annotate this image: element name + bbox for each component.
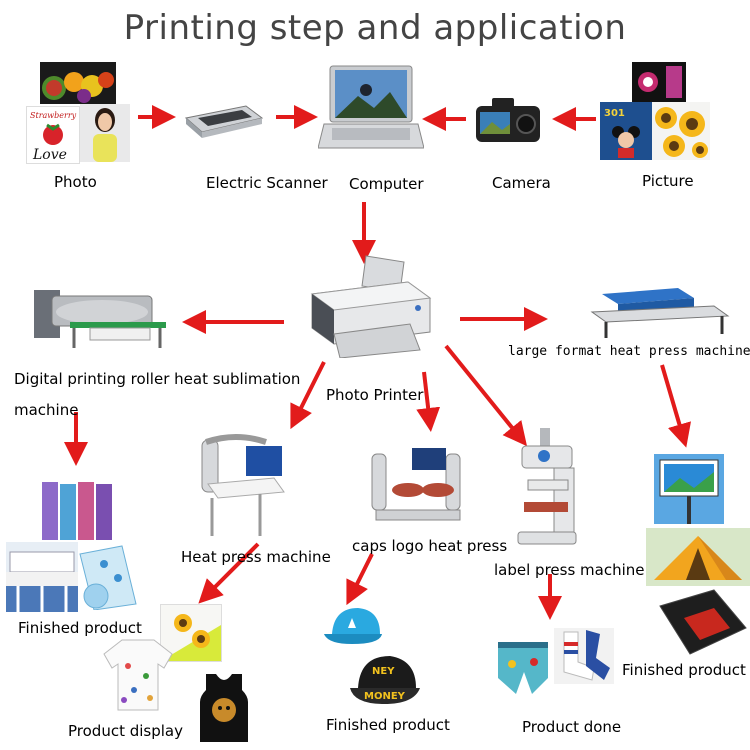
done-socks-image	[554, 628, 614, 684]
label-product-display: Product display	[68, 722, 183, 740]
label-roller-line2: machine	[14, 401, 79, 419]
photo-strawberry-image: Strawberry Love	[26, 106, 80, 164]
label-finished-right: Finished product	[622, 661, 746, 679]
picture-pattern-image	[632, 62, 686, 102]
svg-text:Love: Love	[32, 147, 67, 163]
arrow-heatpress-to-display	[198, 542, 260, 604]
label-caps-press: caps logo heat press	[352, 537, 508, 555]
label-product-done: Product done	[522, 718, 622, 736]
scanner-image	[180, 100, 266, 140]
roller-machine-image	[30, 282, 172, 350]
display-sunflower-image	[160, 604, 222, 662]
arrow-largeformat-to-finished	[660, 364, 692, 448]
label-scanner: Electric Scanner	[206, 174, 328, 192]
arrow-printer-to-labelpress	[444, 344, 528, 447]
done-boxers-image	[496, 638, 550, 696]
finished-tent-image	[646, 528, 750, 586]
label-roller-line1: Digital printing roller heat sublimation	[14, 370, 301, 388]
large-format-press-image	[582, 288, 732, 338]
finished-bedding-image	[6, 542, 78, 612]
display-sweatshirt-image	[102, 636, 174, 712]
money-cap-text-brim: MONEY	[364, 691, 406, 702]
picture-sunflowers-image	[652, 102, 710, 160]
svg-text:301: 301	[604, 108, 625, 119]
label-finished-caps: Finished product	[326, 716, 450, 734]
label-picture: Picture	[642, 172, 694, 190]
money-cap-text: NEY	[372, 666, 395, 677]
camera-image	[474, 96, 542, 144]
display-tanktop-image	[196, 672, 252, 744]
photo-fruits-image	[40, 62, 116, 104]
label-photo-printer: Photo Printer	[326, 386, 424, 404]
label-heat-press: Heat press machine	[181, 548, 331, 566]
label-finished-left: Finished product	[18, 619, 142, 637]
label-camera: Camera	[492, 174, 551, 192]
finished-money-cap-image: NEY MONEY	[350, 652, 422, 708]
heat-press-image	[196, 432, 288, 538]
computer-image	[318, 64, 424, 154]
finished-blue-cap-image	[322, 604, 386, 648]
arrow-printer-to-capspress	[416, 371, 441, 432]
finished-fabric-rolls-image	[42, 482, 112, 540]
caps-press-image	[366, 446, 466, 528]
label-large-format: large format heat press machine	[508, 344, 750, 359]
label-computer: Computer	[349, 175, 424, 193]
label-label-press: label press machine	[494, 561, 645, 579]
picture-mickey-image: 301	[600, 102, 652, 160]
photo-woman-image	[80, 104, 130, 162]
label-photo: Photo	[54, 173, 97, 191]
diagram-title: Printing step and application	[123, 8, 627, 48]
photo-printer-image	[300, 252, 436, 358]
svg-text:Strawberry: Strawberry	[30, 111, 77, 120]
finished-film-roll-image	[74, 544, 140, 610]
arrow-printer-to-heatpress	[290, 361, 326, 430]
finished-billboard-image	[654, 454, 724, 524]
arrow-capspress-to-finished	[346, 553, 374, 606]
finished-mousepad-image	[654, 588, 748, 660]
label-press-image	[514, 428, 580, 546]
